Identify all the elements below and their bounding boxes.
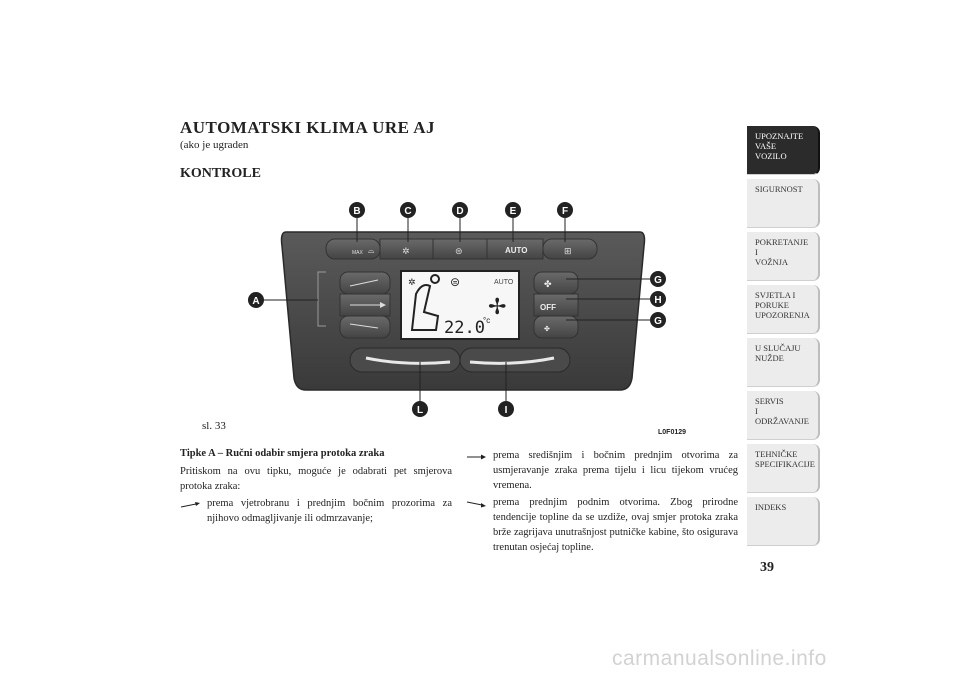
list-item: prema prednjim podnim otvorima. Zbog pri…: [466, 495, 738, 555]
list-item-text: prema vjetrobranu i prednjim bočnim proz…: [207, 498, 452, 524]
page-subtitle: (ako je ugraden: [180, 139, 249, 151]
chapter-tabs: UPOZNAJTE VAŠE VOZILO SIGURNOST POKRETAN…: [747, 126, 820, 550]
svg-text:⌓: ⌓: [368, 246, 375, 255]
text-column-left: Tipke A – Ručni odabir smjera protoka zr…: [180, 446, 452, 526]
svg-text:✲: ✲: [408, 278, 416, 288]
svg-text:⊞: ⊞: [564, 247, 572, 257]
svg-text:✤: ✤: [544, 325, 550, 333]
temperature-knob-right: [459, 347, 571, 373]
max-label: MAX: [352, 250, 364, 256]
off-label: OFF: [540, 303, 556, 312]
content-intro: Pritiskom na ovu tipku, moguće je odabra…: [180, 466, 452, 492]
feet-airflow-icon: [466, 498, 486, 513]
rear-defrost-button: [542, 238, 598, 260]
section-heading: KONTROLE: [180, 166, 261, 181]
figure-code: L0F0129: [658, 429, 687, 436]
list-item: prema vjetrobranu i prednjim bočnim proz…: [180, 496, 452, 526]
svg-text:✲: ✲: [402, 247, 410, 257]
fan-increase-button: [533, 271, 579, 295]
tab-u-slucaju-nuzde[interactable]: U SLUČAJU NUŽDE: [747, 338, 820, 387]
page-number: 39: [760, 560, 774, 575]
content-heading: Tipke A – Ručni odabir smjera protoka zr…: [180, 448, 385, 459]
tab-indeks[interactable]: INDEKS: [747, 497, 820, 546]
callout-f: F: [562, 206, 568, 217]
windscreen-airflow-icon: [180, 499, 200, 514]
svg-text:⊜: ⊜: [455, 247, 463, 257]
auto-label: AUTO: [505, 246, 528, 255]
svg-text:✤: ✤: [544, 280, 552, 290]
callout-e: E: [510, 206, 517, 217]
list-item-text: prema prednjim podnim otvorima. Zbog pri…: [493, 497, 738, 553]
tab-servis-i-odrzavanje[interactable]: SERVIS I ODRŽAVANJE: [747, 391, 820, 440]
climate-panel-illustration: MAX ⌓ ✲ ⊜ AUTO ⊞ ✲ ⊜ AUTO ✢ 22.0 °c ✤ OF…: [248, 202, 666, 417]
callout-g-top: G: [654, 275, 662, 286]
callout-a: A: [252, 296, 259, 307]
face-airflow-icon: [466, 451, 486, 466]
svg-text:⊜: ⊜: [450, 275, 460, 289]
list-item: prema središnjim i bočnim prednjim otvor…: [466, 448, 738, 493]
callout-h: H: [654, 295, 661, 306]
text-column-right: prema središnjim i bočnim prednjim otvor…: [466, 446, 738, 555]
display-unit: °c: [483, 316, 490, 325]
callout-g-bottom: G: [654, 316, 662, 327]
watermark: carmanualsonline.info: [612, 647, 827, 670]
list-item-text: prema središnjim i bočnim prednjim otvor…: [493, 450, 738, 491]
page-title: AUTOMATSKI KLIMA URE AJ: [180, 118, 436, 137]
distribution-button-feet: [339, 315, 391, 339]
callout-c: C: [404, 206, 411, 217]
fan-decrease-button: [533, 315, 579, 339]
tab-upoznajte-vase-vozilo[interactable]: UPOZNAJTE VAŠE VOZILO: [747, 126, 820, 175]
tab-svjetla-i-poruke[interactable]: SVJETLA I PORUKE UPOZORENJA: [747, 285, 820, 334]
callout-l: L: [417, 405, 423, 416]
tab-tehnicke-specifikacije[interactable]: TEHNIČKE SPECIFIKACIJE: [747, 444, 820, 493]
display-temperature: 22.0: [444, 318, 485, 338]
callout-b: B: [353, 206, 360, 217]
callout-d: D: [456, 206, 463, 217]
figure-caption: sl. 33: [202, 420, 226, 432]
tab-sigurnost[interactable]: SIGURNOST: [747, 179, 820, 228]
temperature-knob-left: [349, 347, 461, 373]
tab-pokretanje-i-voznja[interactable]: POKRETANJE I VOŽNJA: [747, 232, 820, 281]
callout-i: I: [505, 405, 508, 416]
display-auto: AUTO: [494, 279, 514, 286]
svg-text:✢: ✢: [488, 295, 506, 320]
climate-control-figure: MAX ⌓ ✲ ⊜ AUTO ⊞ ✲ ⊜ AUTO ✢ 22.0 °c ✤ OF…: [180, 190, 717, 440]
